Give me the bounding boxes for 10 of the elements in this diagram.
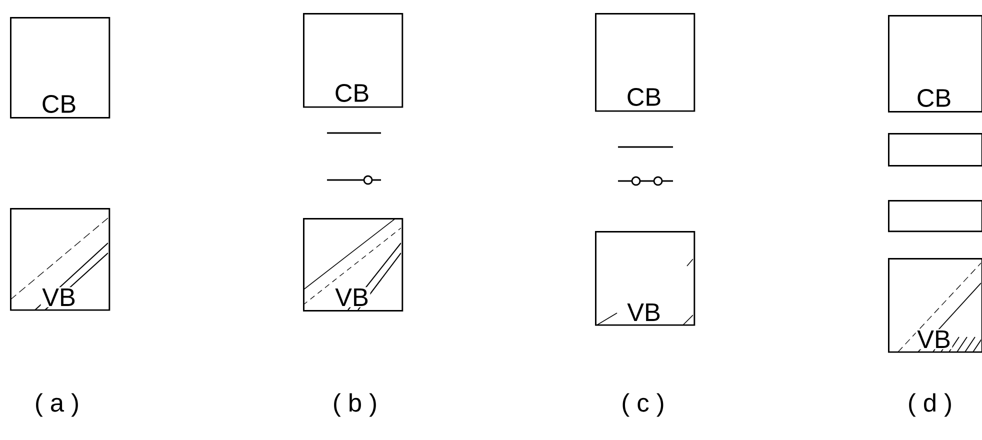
valence-band-box: VB (595, 231, 696, 326)
valence-band-box: VB (303, 218, 404, 312)
conduction-band-box: CB (10, 17, 110, 118)
level-band-box (888, 133, 982, 166)
valence-band-box: VB (10, 208, 110, 311)
conduction-band-box: CB (888, 15, 982, 112)
conduction-band-box: CB (303, 13, 404, 108)
valence-band-box: VB (888, 258, 982, 353)
conduction-band-box: CB (595, 13, 696, 112)
level-band-box (888, 200, 982, 232)
